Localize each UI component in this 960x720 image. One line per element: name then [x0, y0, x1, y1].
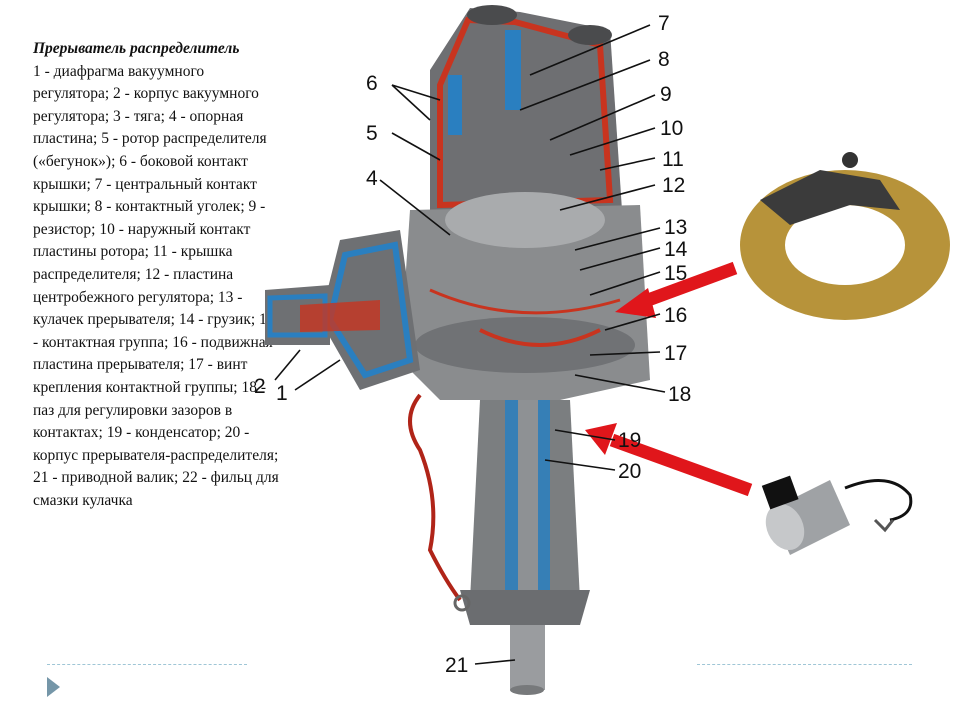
callout-14: 14	[664, 238, 688, 261]
wire-terminal	[453, 594, 471, 612]
footer-divider-right	[697, 664, 912, 665]
callout-1: 1	[276, 382, 288, 405]
distributor-housing	[400, 192, 650, 400]
callout-9: 9	[660, 83, 672, 106]
callout-6: 6	[366, 72, 378, 95]
caption-title: Прерыватель распределитель	[33, 40, 240, 57]
distributor-cap	[430, 5, 622, 215]
callout-13: 13	[664, 216, 687, 239]
callout-8: 8	[658, 48, 670, 71]
callout-18: 18	[668, 383, 691, 406]
callout-11: 11	[662, 148, 684, 171]
callout-12: 12	[662, 174, 685, 197]
callout-19: 19	[618, 429, 641, 452]
callout-numbers: 7 8 9 10 11 12 13 14 15 16 17 18 19 20 2…	[254, 12, 691, 677]
breaker-plate-inset	[740, 152, 950, 320]
vacuum-regulator	[265, 230, 420, 390]
drive-shaft	[460, 400, 590, 695]
callout-5: 5	[366, 122, 378, 145]
condenser-wire	[408, 393, 462, 602]
footer-divider-left	[47, 664, 247, 665]
condenser-inset	[761, 475, 913, 555]
callout-4: 4	[366, 167, 378, 190]
callout-7: 7	[658, 12, 670, 35]
leader-lines	[274, 24, 666, 665]
next-slide-icon[interactable]	[47, 677, 60, 697]
callout-10: 10	[660, 117, 683, 140]
callout-16: 16	[664, 304, 687, 327]
callout-15: 15	[664, 262, 687, 285]
callout-21: 21	[445, 654, 468, 677]
caption-body: 1 - диафрагма вакуумного регулятора; 2 -…	[33, 62, 279, 509]
pointer-arrows	[585, 261, 753, 497]
callout-17: 17	[664, 342, 687, 365]
callout-20: 20	[618, 460, 641, 483]
callout-2: 2	[254, 375, 266, 398]
caption-text: Прерыватель распределитель 1 - диафрагма…	[33, 38, 283, 512]
